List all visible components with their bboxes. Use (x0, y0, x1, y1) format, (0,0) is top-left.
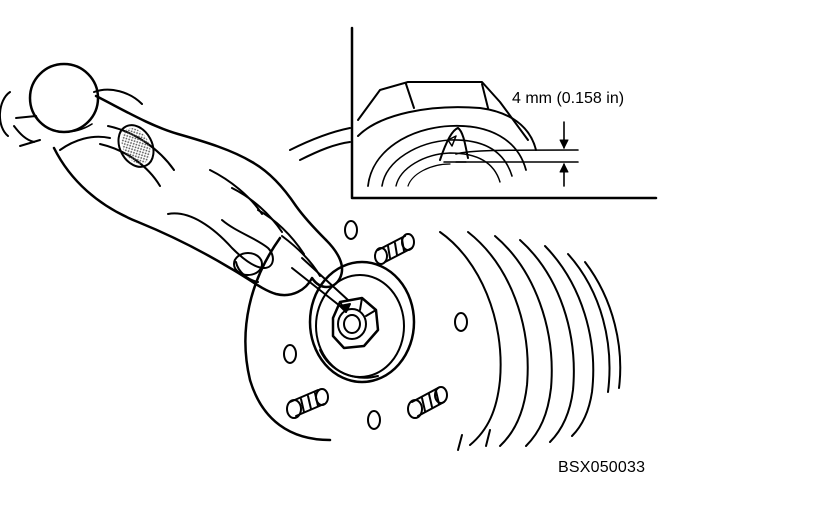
gloved-hand (52, 88, 344, 297)
hammer (0, 62, 100, 147)
wheel-stud-top (374, 233, 415, 265)
wheel-stud-left (286, 388, 329, 419)
figure-code: BSX050033 (558, 459, 646, 476)
dimension-label: 4 mm (0.158 in) (512, 90, 625, 107)
dimension-leader (455, 149, 579, 155)
inset-detail (350, 26, 658, 200)
bolt-holes (283, 220, 468, 430)
staking-punch (291, 257, 351, 313)
hub-flange (308, 260, 416, 384)
glove-grip-texture (121, 128, 151, 164)
wheel-stud-bottom (407, 386, 448, 419)
brake-rotor (244, 127, 622, 451)
inset-frame (350, 26, 658, 200)
